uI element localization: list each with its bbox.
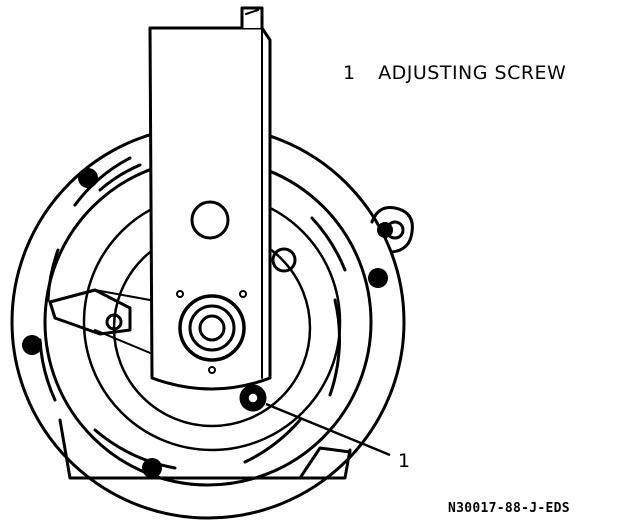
legend-item: 1 ADJUSTING SCREW — [343, 62, 566, 84]
upright-arm — [148, 26, 272, 391]
rim-screw — [377, 222, 393, 238]
legend-number: 1 — [343, 62, 356, 84]
callout-label-adjusting-screw: 1 — [398, 450, 411, 472]
arm-hole — [190, 200, 230, 240]
mounting-ear — [370, 206, 414, 254]
rim-screw — [142, 458, 162, 478]
rim-screws — [22, 168, 393, 478]
rim-slots — [38, 156, 347, 470]
terminal-screw — [105, 313, 123, 331]
center-hub-outer — [178, 294, 246, 362]
rim-screw — [368, 268, 388, 288]
figure-code: N30017-88-J-EDS — [448, 501, 570, 516]
callout-leader — [265, 402, 391, 457]
housing-base — [58, 418, 352, 480]
center-hub-mid — [188, 304, 236, 352]
side-hole — [271, 247, 297, 273]
adjusting-screw — [239, 384, 267, 412]
rim-screw — [78, 168, 98, 188]
center-hub-inner — [198, 314, 226, 342]
legend-text: ADJUSTING SCREW — [378, 62, 567, 84]
rim-screw — [22, 335, 42, 355]
housing-base-foot — [298, 446, 352, 480]
